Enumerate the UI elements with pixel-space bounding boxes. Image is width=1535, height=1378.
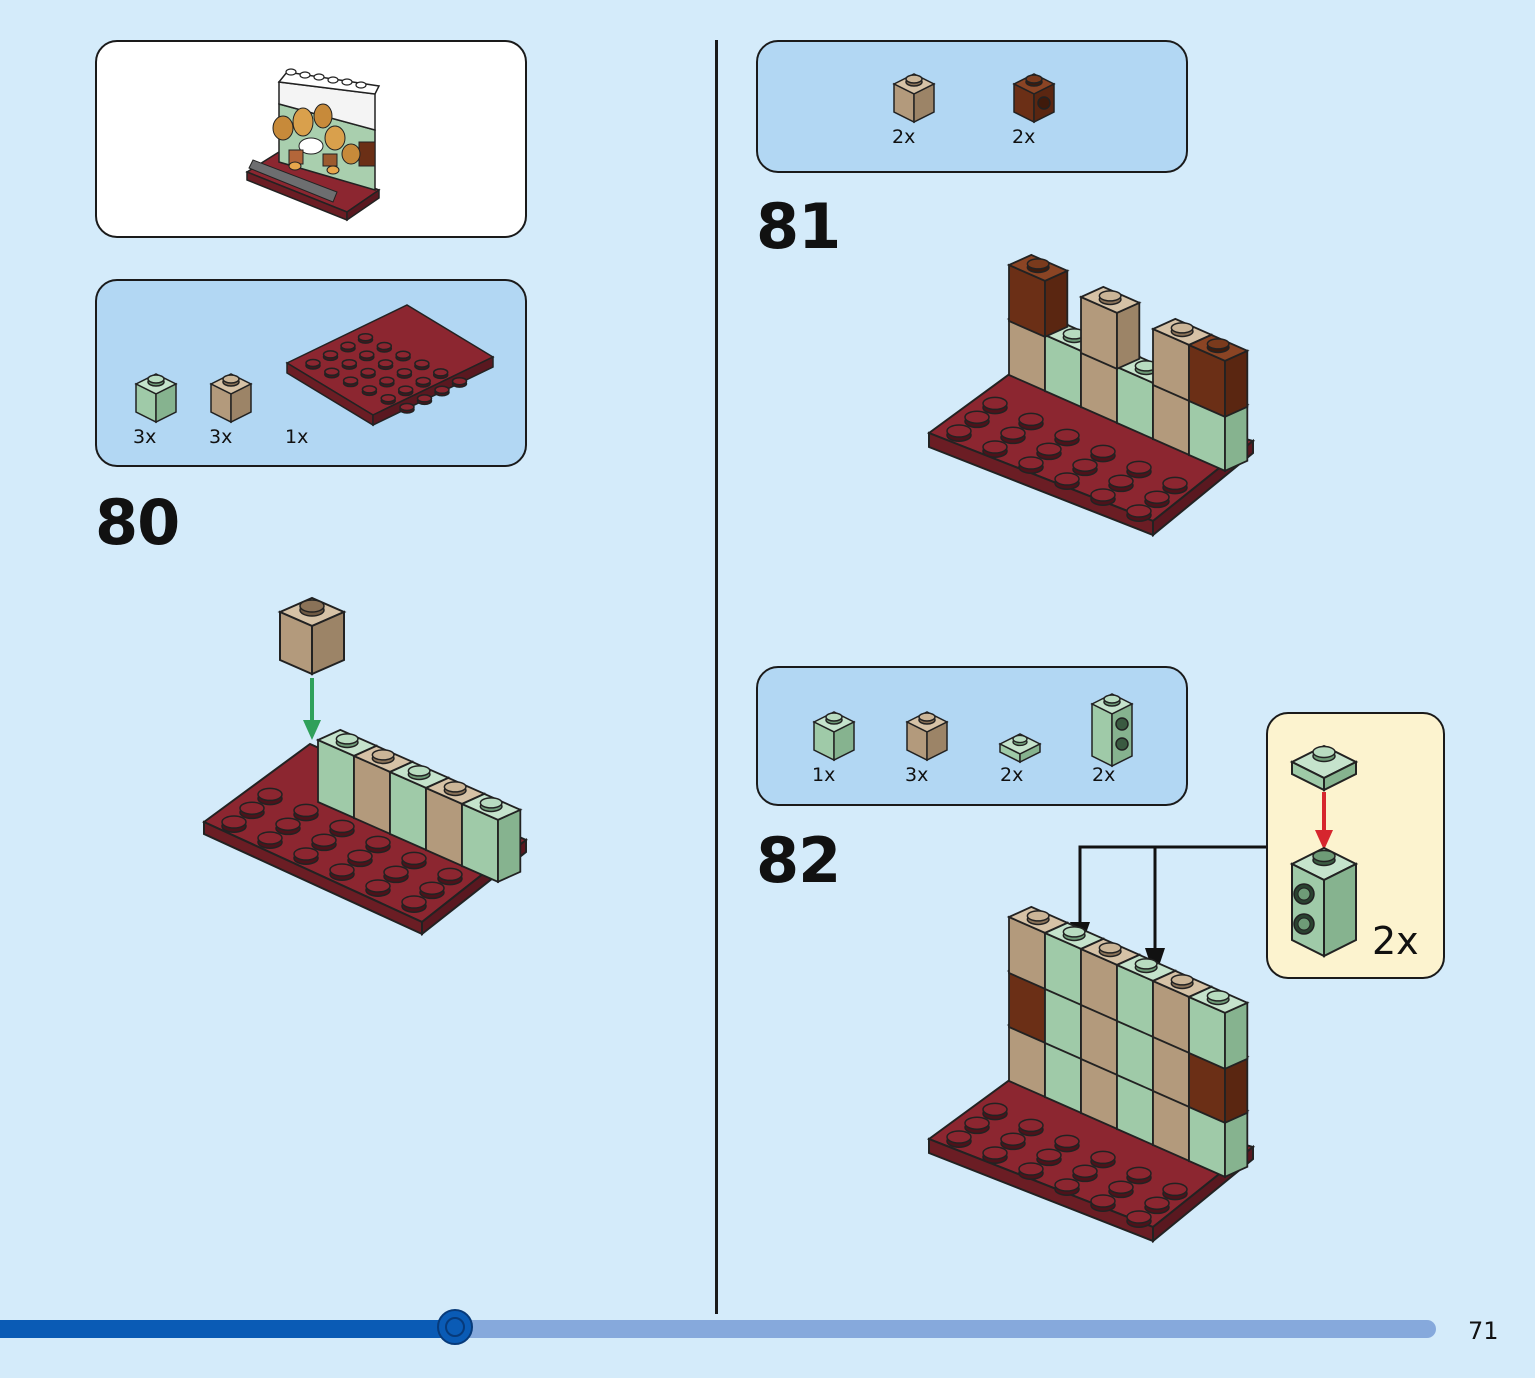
- step-82-part-3-qty: 2x: [1000, 764, 1024, 786]
- column-divider: [715, 40, 718, 1314]
- step-80-part-3-qty: 1x: [285, 426, 309, 448]
- subassembly-qty: 2x: [1372, 919, 1419, 963]
- subassembly-illustration: [1289, 744, 1359, 958]
- submodel-preview-box: [95, 40, 527, 238]
- sand-green-brick-side-studs-part-icon: [1090, 693, 1134, 768]
- step-81-parts-box: 2x 2x: [756, 40, 1188, 173]
- progress-marker: [437, 1309, 474, 1345]
- step-80-part-2-qty: 3x: [209, 426, 233, 448]
- tan-brick-1x1-part-icon: [905, 711, 949, 762]
- tan-brick-1x1-part-icon: [209, 373, 253, 424]
- page-number: 71: [1468, 1317, 1499, 1345]
- sand-green-plate-icon: [1289, 744, 1359, 792]
- step-80-number: 80: [95, 486, 180, 559]
- reddish-brown-brick-side-stud-part-icon: [1012, 73, 1056, 124]
- sand-green-brick-1x1-part-icon: [812, 711, 856, 762]
- dark-red-plate-4x6-part-icon: [285, 304, 495, 427]
- step-82-subassembly-callout: 2x: [1266, 712, 1445, 979]
- step-82-part-1-qty: 1x: [812, 764, 836, 786]
- step-82-part-4-qty: 2x: [1092, 764, 1116, 786]
- step-81-build-illustration: [926, 253, 1256, 538]
- submodel-preview-image: [245, 68, 381, 222]
- tan-brick-1x1-part-icon: [892, 73, 936, 124]
- sand-green-brick-side-studs-icon: [1289, 846, 1359, 958]
- progress-fill: [0, 1320, 456, 1338]
- step-81-part-2-qty: 2x: [1012, 126, 1036, 148]
- sand-green-plate-1x1-part-icon: [998, 733, 1042, 764]
- step-80-parts-box: 3x 3x 1x: [95, 279, 527, 467]
- step-82-parts-box: 1x 3x 2x 2x: [756, 666, 1188, 806]
- sand-green-brick-1x1-part-icon: [134, 373, 178, 424]
- instruction-progress-bar: [0, 1309, 1436, 1345]
- step-82-build-illustration: [926, 905, 1256, 1244]
- step-82-number: 82: [756, 824, 841, 897]
- step-81-part-1-qty: 2x: [892, 126, 916, 148]
- step-80-build-illustration: [202, 596, 528, 937]
- step-80-part-1-qty: 3x: [133, 426, 157, 448]
- falling-tan-brick: [277, 596, 347, 676]
- step-81-number: 81: [756, 190, 841, 263]
- step-82-part-2-qty: 3x: [905, 764, 929, 786]
